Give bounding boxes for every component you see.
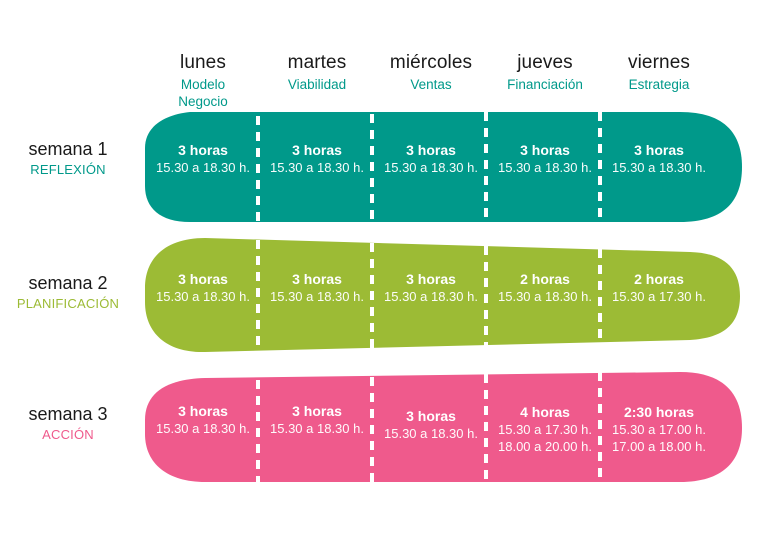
column-day-label: lunes (180, 52, 226, 73)
row-phase-label: REFLEXIÓN (30, 162, 106, 177)
column-header-viernes: viernes Estrategia (599, 52, 719, 93)
cell-time: 15.30 a 17.30 h. (600, 288, 718, 305)
cell-hours: 3 horas (634, 142, 684, 158)
row-label-semana-3: semana 3 ACCIÓN (0, 404, 136, 443)
cell-hours: 3 horas (406, 408, 456, 424)
column-header-lunes: lunes Modelo Negocio (143, 52, 263, 110)
column-day-label: viernes (628, 52, 690, 73)
cell-time: 15.30 a 18.30 h. (258, 420, 376, 437)
cell-hours: 2 horas (520, 271, 570, 287)
cell-time: 15.30 a 17.30 h. 18.00 a 20.00 h. (486, 421, 604, 455)
row-week-label: semana 2 (28, 273, 108, 293)
cell-hours: 3 horas (406, 271, 456, 287)
column-topic-line1: Financiación (507, 77, 583, 92)
cell-hours: 4 horas (520, 404, 570, 420)
cell-hours: 2:30 horas (623, 404, 695, 420)
cell-time-line1: 15.30 a 18.30 h. (612, 160, 706, 175)
cell-time-line1: 15.30 a 18.30 h. (270, 160, 364, 175)
cell-week1-lunes: 3 horas 15.30 a 18.30 h. (144, 141, 262, 176)
row-week-label: semana 3 (28, 404, 108, 424)
cell-time: 15.30 a 18.30 h. (258, 288, 376, 305)
column-topic-line1: Estrategia (628, 77, 690, 92)
cell-time: 15.30 a 18.30 h. (144, 159, 262, 176)
column-header-martes: martes Viabilidad (257, 52, 377, 93)
column-topic-label: Ventas (371, 76, 491, 93)
cell-time: 15.30 a 18.30 h. (258, 159, 376, 176)
column-topic-line2: Negocio (178, 94, 228, 109)
cell-time-line1: 15.30 a 18.30 h. (384, 426, 478, 441)
column-topic-line1: Viabilidad (287, 77, 347, 92)
cell-hours: 2 horas (634, 271, 684, 287)
column-header-miercoles: miércoles Ventas (371, 52, 491, 93)
cell-time-line1: 15.30 a 18.30 h. (270, 289, 364, 304)
cell-time: 15.30 a 18.30 h. (372, 425, 490, 442)
cell-time-line1: 15.30 a 18.30 h. (498, 289, 592, 304)
cell-time: 15.30 a 18.30 h. (144, 420, 262, 437)
row-week-label: semana 1 (28, 139, 108, 159)
cell-week1-jueves: 3 horas 15.30 a 18.30 h. (486, 141, 604, 176)
column-day-label: jueves (517, 52, 573, 73)
cell-time-line1: 15.30 a 18.30 h. (384, 289, 478, 304)
cell-week3-miercoles: 3 horas 15.30 a 18.30 h. (372, 407, 490, 442)
cell-hours: 3 horas (520, 142, 570, 158)
row-label-semana-1: semana 1 REFLEXIÓN (0, 139, 136, 178)
cell-week2-lunes: 3 horas 15.30 a 18.30 h. (144, 270, 262, 305)
cell-week2-martes: 3 horas 15.30 a 18.30 h. (258, 270, 376, 305)
cell-time: 15.30 a 18.30 h. (486, 288, 604, 305)
column-topic-line1: Modelo (180, 77, 226, 92)
cell-time: 15.30 a 18.30 h. (372, 159, 490, 176)
cell-hours: 3 horas (178, 403, 228, 419)
cell-time-line1: 15.30 a 18.30 h. (156, 289, 250, 304)
cell-week1-miercoles: 3 horas 15.30 a 18.30 h. (372, 141, 490, 176)
cell-time-line1: 15.30 a 18.30 h. (384, 160, 478, 175)
row-phase-label: PLANIFICACIÓN (16, 296, 120, 311)
cell-week3-viernes: 2:30 horas 15.30 a 17.00 h. 17.00 a 18.0… (600, 403, 718, 455)
column-topic-label: Viabilidad (257, 76, 377, 93)
cell-week3-martes: 3 horas 15.30 a 18.30 h. (258, 402, 376, 437)
column-topic-label: Financiación (485, 76, 605, 93)
column-day-label: martes (287, 52, 347, 73)
cell-time-line2: 17.00 a 18.00 h. (612, 439, 706, 454)
cell-time-line1: 15.30 a 17.00 h. (612, 422, 706, 437)
cell-time: 15.30 a 17.00 h. 17.00 a 18.00 h. (600, 421, 718, 455)
column-day-label: miércoles (389, 52, 473, 73)
cell-week3-lunes: 3 horas 15.30 a 18.30 h. (144, 402, 262, 437)
cell-hours: 3 horas (178, 142, 228, 158)
cell-time-line1: 15.30 a 18.30 h. (498, 160, 592, 175)
cell-hours: 3 horas (292, 142, 342, 158)
cell-time: 15.30 a 18.30 h. (486, 159, 604, 176)
column-topic-label: Modelo Negocio (143, 76, 263, 110)
cell-time-line1: 15.30 a 18.30 h. (156, 160, 250, 175)
column-header-jueves: jueves Financiación (485, 52, 605, 93)
cell-hours: 3 horas (178, 271, 228, 287)
cell-time-line1: 15.30 a 17.30 h. (612, 289, 706, 304)
cell-time-line2: 18.00 a 20.00 h. (498, 439, 592, 454)
cell-week2-miercoles: 3 horas 15.30 a 18.30 h. (372, 270, 490, 305)
row-phase-label: ACCIÓN (42, 427, 94, 442)
cell-hours: 3 horas (406, 142, 456, 158)
cell-week2-jueves: 2 horas 15.30 a 18.30 h. (486, 270, 604, 305)
cell-time-line1: 15.30 a 18.30 h. (156, 421, 250, 436)
row-label-semana-2: semana 2 PLANIFICACIÓN (0, 273, 136, 312)
cell-hours: 3 horas (292, 403, 342, 419)
cell-week1-viernes: 3 horas 15.30 a 18.30 h. (600, 141, 718, 176)
cell-week3-jueves: 4 horas 15.30 a 17.30 h. 18.00 a 20.00 h… (486, 403, 604, 455)
cell-time: 15.30 a 18.30 h. (372, 288, 490, 305)
column-topic-line1: Ventas (410, 77, 452, 92)
cell-time: 15.30 a 18.30 h. (600, 159, 718, 176)
cell-hours: 3 horas (292, 271, 342, 287)
cell-week2-viernes: 2 horas 15.30 a 17.30 h. (600, 270, 718, 305)
cell-time: 15.30 a 18.30 h. (144, 288, 262, 305)
column-topic-label: Estrategia (599, 76, 719, 93)
cell-time-line1: 15.30 a 18.30 h. (270, 421, 364, 436)
cell-time-line1: 15.30 a 17.30 h. (498, 422, 592, 437)
cell-week1-martes: 3 horas 15.30 a 18.30 h. (258, 141, 376, 176)
